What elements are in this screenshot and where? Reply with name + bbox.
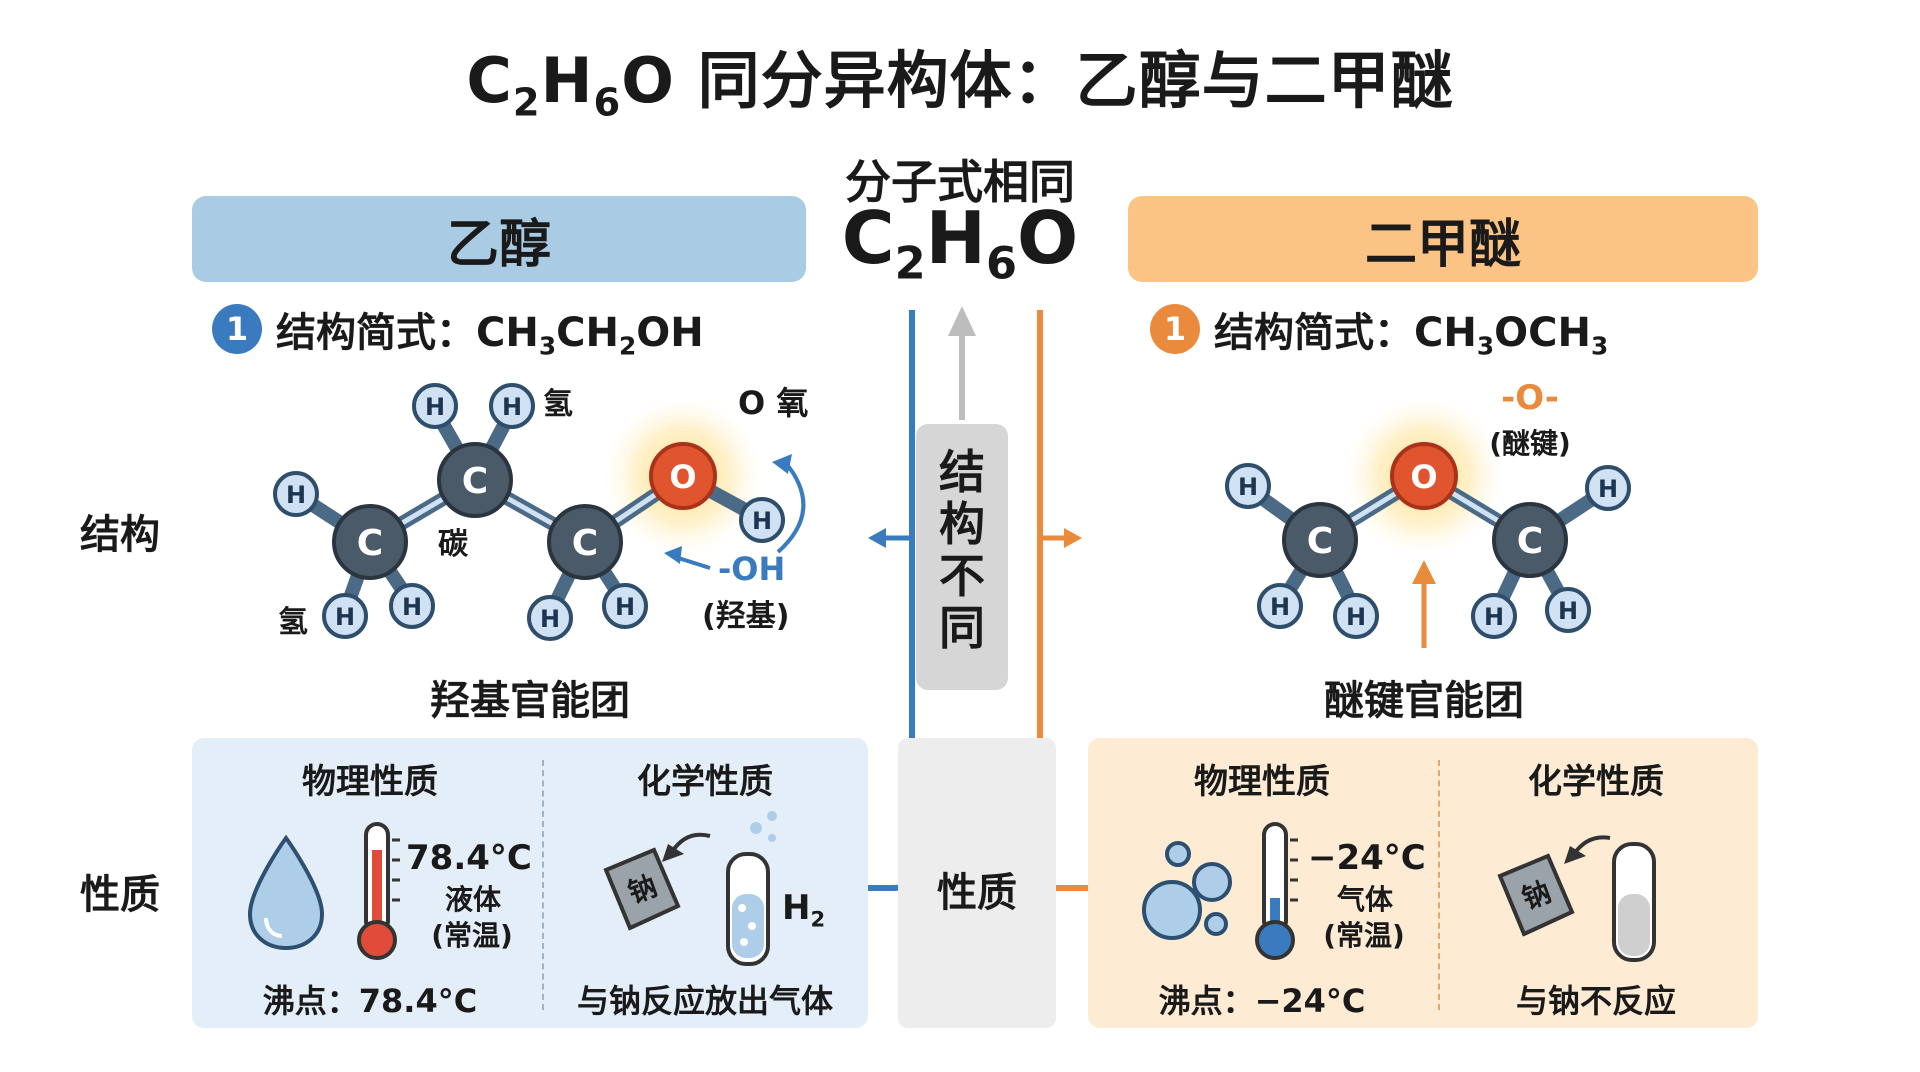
ethanol-boiling-point: 沸点：78.4°C xyxy=(262,982,478,1020)
ethanol-condition: (常温) xyxy=(431,919,513,952)
c-atom: C xyxy=(572,523,598,564)
water-drop-icon xyxy=(247,834,325,951)
row-label-structure: 结构 xyxy=(80,512,160,558)
sodium-reaction-icon xyxy=(603,811,777,966)
ethanol-state: 液体 xyxy=(444,883,501,916)
o-atom: O xyxy=(669,458,696,496)
h-atom: H xyxy=(752,507,772,535)
oxygen-label: O 氧 xyxy=(738,384,808,422)
h-atom: H xyxy=(615,593,635,621)
center-property-label: 性质 xyxy=(937,870,1017,916)
ethanol-header: 乙醇 xyxy=(192,196,806,282)
step-badge: 1 xyxy=(1150,304,1200,354)
sodium-no-reaction-icon xyxy=(1497,835,1656,962)
chemical-title: 化学性质 xyxy=(1528,762,1664,802)
c-atom: C xyxy=(357,523,383,564)
h-atom: H xyxy=(402,593,422,621)
ether-bond-label: -O- xyxy=(1501,378,1559,418)
physical-title: 物理性质 xyxy=(302,762,438,802)
center-property-box xyxy=(898,738,1056,1028)
ethanol-molecule: H H H H H H H H C C C O 氢 碳 氢 O 氧 -OH (羟… xyxy=(273,383,808,641)
c-atom: C xyxy=(1517,521,1543,562)
thermometer-icon xyxy=(1255,822,1298,960)
h-atom: H xyxy=(425,393,445,421)
up-arrow-head xyxy=(948,306,976,336)
ethanol-temp: 78.4°C xyxy=(406,838,532,878)
ether-bond-name: (醚键) xyxy=(1489,427,1571,460)
blue-left-arrow xyxy=(868,528,886,548)
carbon-label: 碳 xyxy=(438,527,469,562)
ether-boiling-point: 沸点：−24°C xyxy=(1158,982,1366,1020)
hydrogen-label: 氢 xyxy=(278,605,308,640)
ether-formula: 1 结构简式：CH3OCH3 xyxy=(1150,300,1608,359)
row-label-property: 性质 xyxy=(80,872,160,918)
ether-caption: 醚键官能团 xyxy=(1324,678,1524,724)
panel-divider xyxy=(542,760,544,1010)
ethanol-reaction-result: 与钠反应放出气体 xyxy=(576,982,833,1020)
hydrogen-gas: H2 xyxy=(782,888,826,932)
bubbles-icon xyxy=(1142,841,1232,940)
h-atom: H xyxy=(286,481,306,509)
h-atom: H xyxy=(1238,473,1258,501)
orange-right-arrow xyxy=(1064,528,1082,548)
h-atom: H xyxy=(1270,593,1290,621)
thermometer-icon xyxy=(357,822,400,960)
step-badge: 1 xyxy=(212,304,262,354)
h-atom: H xyxy=(1484,603,1504,631)
hydrogen-label: 氢 xyxy=(543,387,573,422)
h-atom: H xyxy=(335,603,355,631)
ether-temp: −24°C xyxy=(1308,838,1426,878)
c-atom: C xyxy=(462,461,488,502)
center-formula: C2H6O xyxy=(841,196,1079,290)
panel-divider xyxy=(1438,760,1440,1010)
physical-title: 物理性质 xyxy=(1194,762,1330,802)
h-atom: H xyxy=(502,393,522,421)
dimethyl-ether-header: 二甲醚 xyxy=(1128,196,1758,282)
chemical-title: 化学性质 xyxy=(637,762,773,802)
ether-state: 气体 xyxy=(1336,883,1393,916)
h-atom: H xyxy=(1558,597,1578,625)
c-atom: C xyxy=(1307,521,1333,562)
ethanol-formula: 1 结构简式：CH3CH2OH xyxy=(212,300,704,359)
ether-arrow xyxy=(1412,560,1436,584)
ether-molecule: H H H H H H C C O xyxy=(1225,396,1631,648)
ether-reaction-result: 与钠不反应 xyxy=(1515,982,1676,1020)
h-atom: H xyxy=(1598,475,1618,503)
h-atom: H xyxy=(1346,603,1366,631)
hydroxyl-name: (羟基) xyxy=(702,599,789,634)
same-formula-label: 分子式相同 xyxy=(845,155,1075,209)
ether-condition: (常温) xyxy=(1323,919,1405,952)
hydroxyl-label: -OH xyxy=(718,550,785,588)
page-title: C2H6O 同分异构体：乙醇与二甲醚 xyxy=(466,44,1454,126)
h-atom: H xyxy=(540,605,560,633)
structure-differs-box: 结 构 不 同 xyxy=(916,424,1008,690)
ethanol-caption: 羟基官能团 xyxy=(430,678,630,724)
o-atom: O xyxy=(1410,458,1437,496)
